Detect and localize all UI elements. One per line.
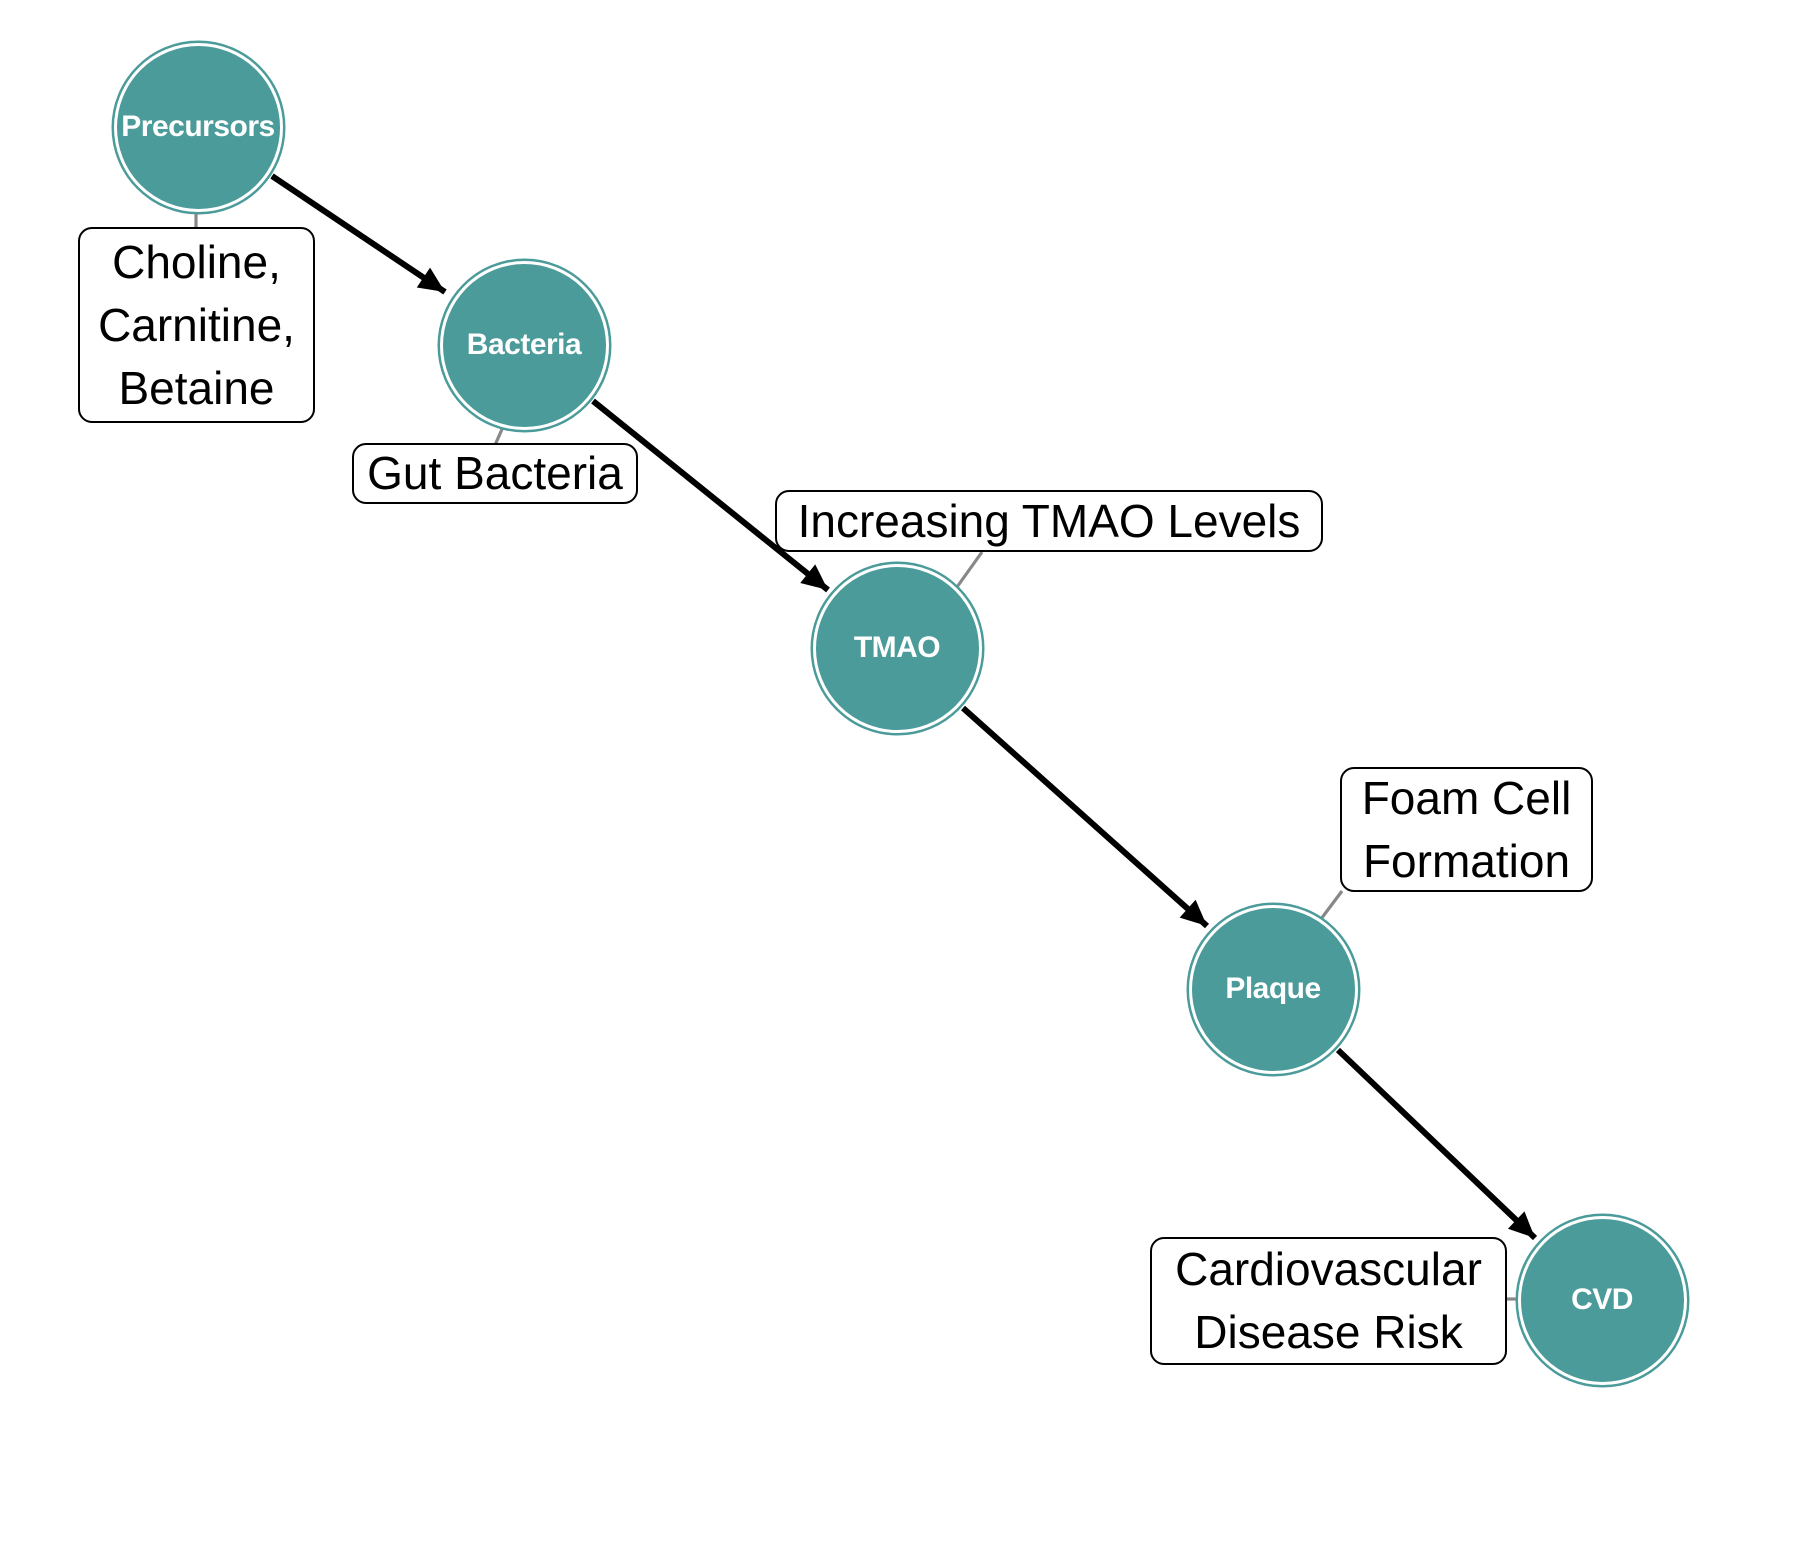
annotation-line: Foam Cell (1361, 771, 1572, 824)
annotation-line: Cardiovascular (1175, 1243, 1482, 1295)
node-label: Plaque (1225, 972, 1321, 1005)
annotation-line: Carnitine, (98, 298, 295, 351)
edge-bacteria-tmao (591, 398, 830, 593)
connector-bacteria-label (493, 426, 505, 446)
node-tmao: TMAO (812, 563, 982, 733)
edge-tmao-plaque (961, 705, 1209, 929)
annotation-line: Betaine (118, 361, 275, 414)
annotation-line: Gut Bacteria (367, 447, 623, 499)
annotation-box-precursors: Choline, Carnitine, Betaine (78, 227, 315, 423)
annotation-line: Disease Risk (1194, 1306, 1463, 1358)
node-label: Precursors (121, 110, 275, 143)
annotation-line: Choline, (112, 235, 281, 288)
edge-precursors-bacteria (270, 173, 447, 295)
connector-tmao-label (955, 551, 984, 588)
node-cvd: CVD (1517, 1215, 1687, 1385)
connector-plaque-label (1319, 890, 1344, 920)
annotation-box-bacteria: Gut Bacteria (352, 443, 638, 504)
node-precursors: Precursors (113, 42, 283, 212)
node-label: TMAO (853, 631, 941, 664)
node-bacteria: Bacteria (439, 260, 609, 430)
annotation-box-tmao: Increasing TMAO Levels (775, 490, 1323, 552)
node-label: Bacteria (466, 328, 582, 361)
node-label: CVD (1571, 1283, 1633, 1316)
node-plaque: Plaque (1188, 904, 1358, 1074)
annotation-box-plaque: Foam Cell Formation (1340, 767, 1593, 892)
annotation-line: Formation (1362, 834, 1571, 887)
edge-plaque-cvd (1335, 1047, 1538, 1241)
annotation-box-cvd: Cardiovascular Disease Risk (1150, 1237, 1507, 1365)
annotation-line: Increasing TMAO Levels (797, 494, 1301, 547)
